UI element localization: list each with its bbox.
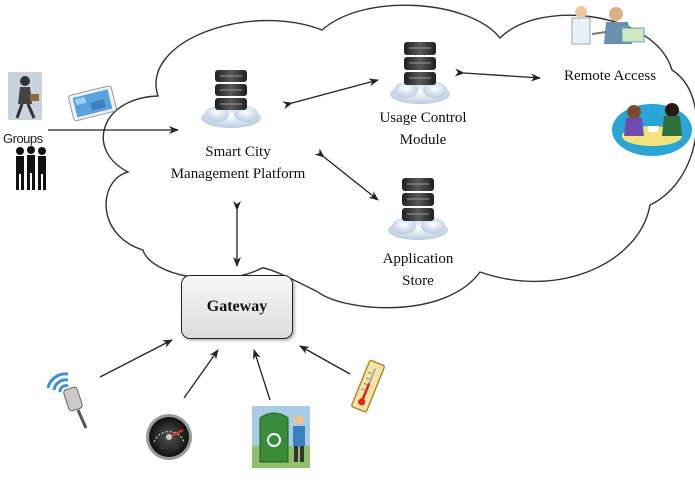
smart-city-line1: Smart City [205, 144, 271, 160]
people-group-icon [16, 146, 46, 190]
arrow-recycle [252, 349, 271, 401]
gauge-icon [146, 414, 192, 460]
wifi-sensor-icon [46, 372, 88, 429]
usage-control-line1: Usage Control [379, 110, 467, 126]
recycle-bin-icon [252, 406, 310, 468]
thermometer-icon [351, 359, 385, 413]
arrow-wifi-sensor [99, 339, 173, 378]
server-icon [390, 42, 450, 104]
tablet-icon [68, 85, 117, 122]
person-walking-icon [8, 72, 42, 120]
arrow-thermometer [299, 345, 351, 375]
application-store-line2: Store [402, 273, 434, 289]
node-application-store: Application Store [368, 248, 468, 292]
groups-label: Groups [3, 131, 43, 146]
gateway-label: Gateway [206, 298, 268, 315]
arrow-platform-usage [282, 78, 379, 110]
arrow-usage-remote [454, 68, 541, 82]
arrow-platform-appstore [314, 148, 379, 201]
remote-access-label: Remote Access [563, 68, 657, 84]
smart-city-line2: Management Platform [170, 166, 306, 182]
application-store-line1: Application [382, 251, 454, 267]
node-usage-control: Usage Control Module [358, 107, 488, 151]
remote-user-icon [571, 6, 645, 45]
arrow-gauge [183, 349, 219, 399]
server-icon [201, 70, 261, 128]
server-icon [388, 178, 448, 240]
meeting-icon [612, 103, 692, 156]
cloud-shape [102, 4, 695, 309]
gateway-box: Gateway [181, 275, 293, 339]
node-smart-city: Smart City Management Platform [150, 141, 326, 185]
usage-control-line2: Module [399, 132, 447, 148]
